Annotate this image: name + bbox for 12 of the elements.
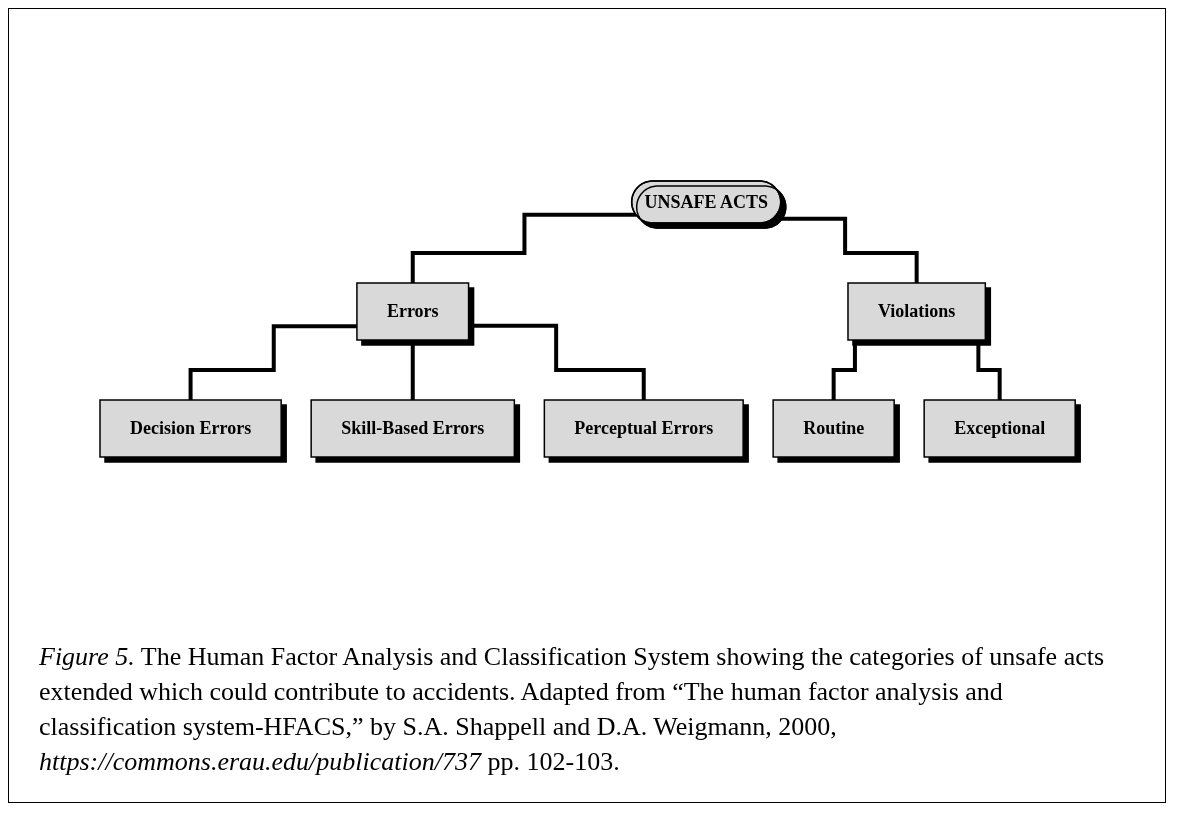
figure-caption: Figure 5. The Human Factor Analysis and Classification System showing the categories of unsafe acts extended which could contribute to accidents. Adapted from “The human factor analysis and classification system-HFACS,” by S.A. Shappell and D.A. Weigmann, 2000, https://commons.erau.edu/publication/737 pp. 102-103. <box>39 641 1106 779</box>
connector <box>189 324 358 402</box>
connector <box>774 216 920 285</box>
node-box: Skill-Based Errors <box>310 399 516 458</box>
node-box: Perceptual Errors <box>544 399 745 458</box>
node-box: Exceptional <box>923 399 1077 458</box>
node-box: Errors <box>356 282 470 341</box>
node-box: Violations <box>847 282 987 341</box>
node-box: Routine <box>772 399 896 458</box>
node-box: Decision Errors <box>99 399 283 458</box>
connector <box>411 212 637 285</box>
connector <box>469 323 647 402</box>
